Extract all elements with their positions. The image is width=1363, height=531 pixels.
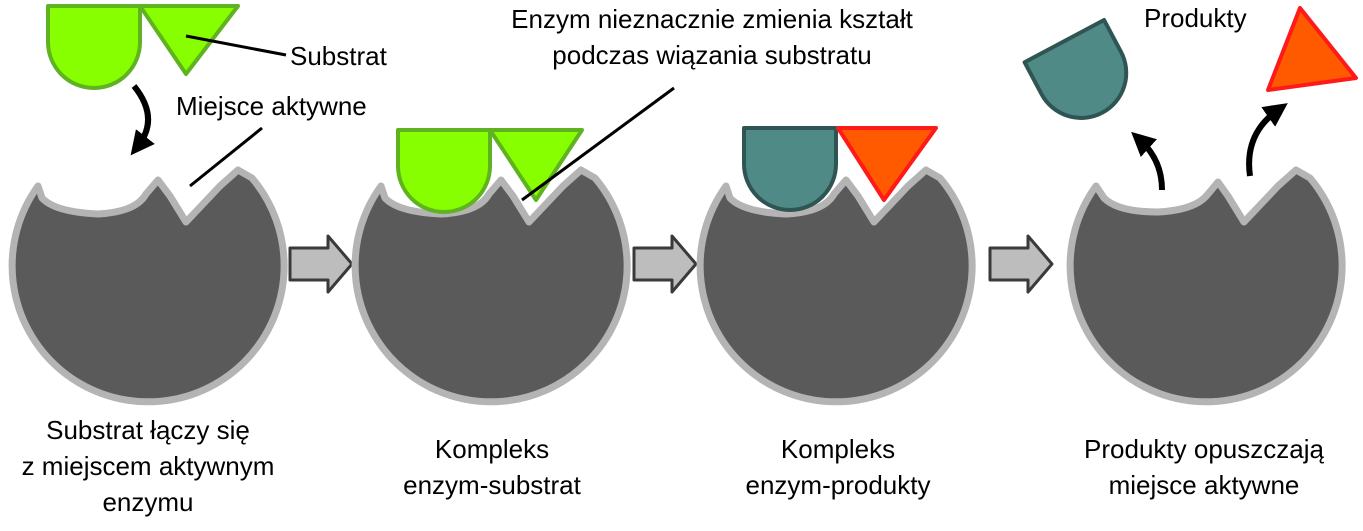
- caption-4: Produkty opuszczają miejsce aktywne: [1084, 434, 1324, 500]
- process-arrow-2: [632, 234, 698, 294]
- substrate-molecule: [46, 4, 240, 90]
- caption-3-line-2: enzym-produkty: [746, 470, 931, 500]
- substrate-triangle: [138, 4, 240, 76]
- substrate-semicircle: [46, 4, 142, 90]
- products-label: Produkty: [1144, 3, 1247, 33]
- caption-1: Substrat łączy się z miejscem aktywnym e…: [22, 415, 275, 517]
- bound-product-semicircle: [742, 126, 838, 212]
- shape-change-label-line: [521, 86, 675, 202]
- enzyme-panel-4: [1070, 170, 1342, 402]
- shape-change-label-line-2: podczas wiązania substratu: [552, 40, 871, 70]
- bound-product-triangle: [836, 126, 938, 202]
- shape-change-label-line-1: Enzym nieznacznie zmienia kształt: [511, 4, 913, 34]
- bound-products: [742, 126, 938, 212]
- caption-1-line-3: enzymu: [102, 487, 193, 517]
- active-site-label-line: [189, 126, 263, 188]
- caption-4-line-1: Produkty opuszczają: [1084, 434, 1324, 464]
- process-arrow-1: [288, 234, 354, 294]
- caption-2-line-1: Kompleks: [435, 434, 549, 464]
- caption-3: Kompleks enzym-produkty: [746, 434, 931, 500]
- release-curved-arrow-right: [1246, 103, 1288, 177]
- enzyme-panel-2: [355, 170, 627, 402]
- bound-substrate-triangle: [488, 128, 584, 202]
- released-product-semicircle: [1022, 18, 1129, 120]
- enzyme-panel-1: [12, 170, 284, 402]
- released-product-triangle: [1266, 6, 1358, 92]
- enzyme-panel-3: [700, 170, 972, 402]
- bound-substrate: [396, 128, 584, 214]
- caption-3-line-1: Kompleks: [781, 434, 895, 464]
- substrate-label-line: [185, 34, 287, 57]
- caption-1-line-1: Substrat łączy się: [46, 415, 250, 445]
- caption-2: Kompleks enzym-substrat: [403, 434, 581, 500]
- process-arrow-3: [988, 234, 1054, 294]
- release-curved-arrow-left: [1131, 131, 1165, 191]
- caption-1-line-2: z miejscem aktywnym: [22, 451, 275, 481]
- active-site-label: Miejsce aktywne: [176, 91, 367, 121]
- substrate-label: Substrat: [290, 41, 388, 71]
- caption-4-line-2: miejsce aktywne: [1109, 470, 1300, 500]
- caption-2-line-2: enzym-substrat: [403, 470, 581, 500]
- bound-substrate-semicircle: [396, 128, 492, 214]
- binding-curved-arrow: [130, 84, 155, 156]
